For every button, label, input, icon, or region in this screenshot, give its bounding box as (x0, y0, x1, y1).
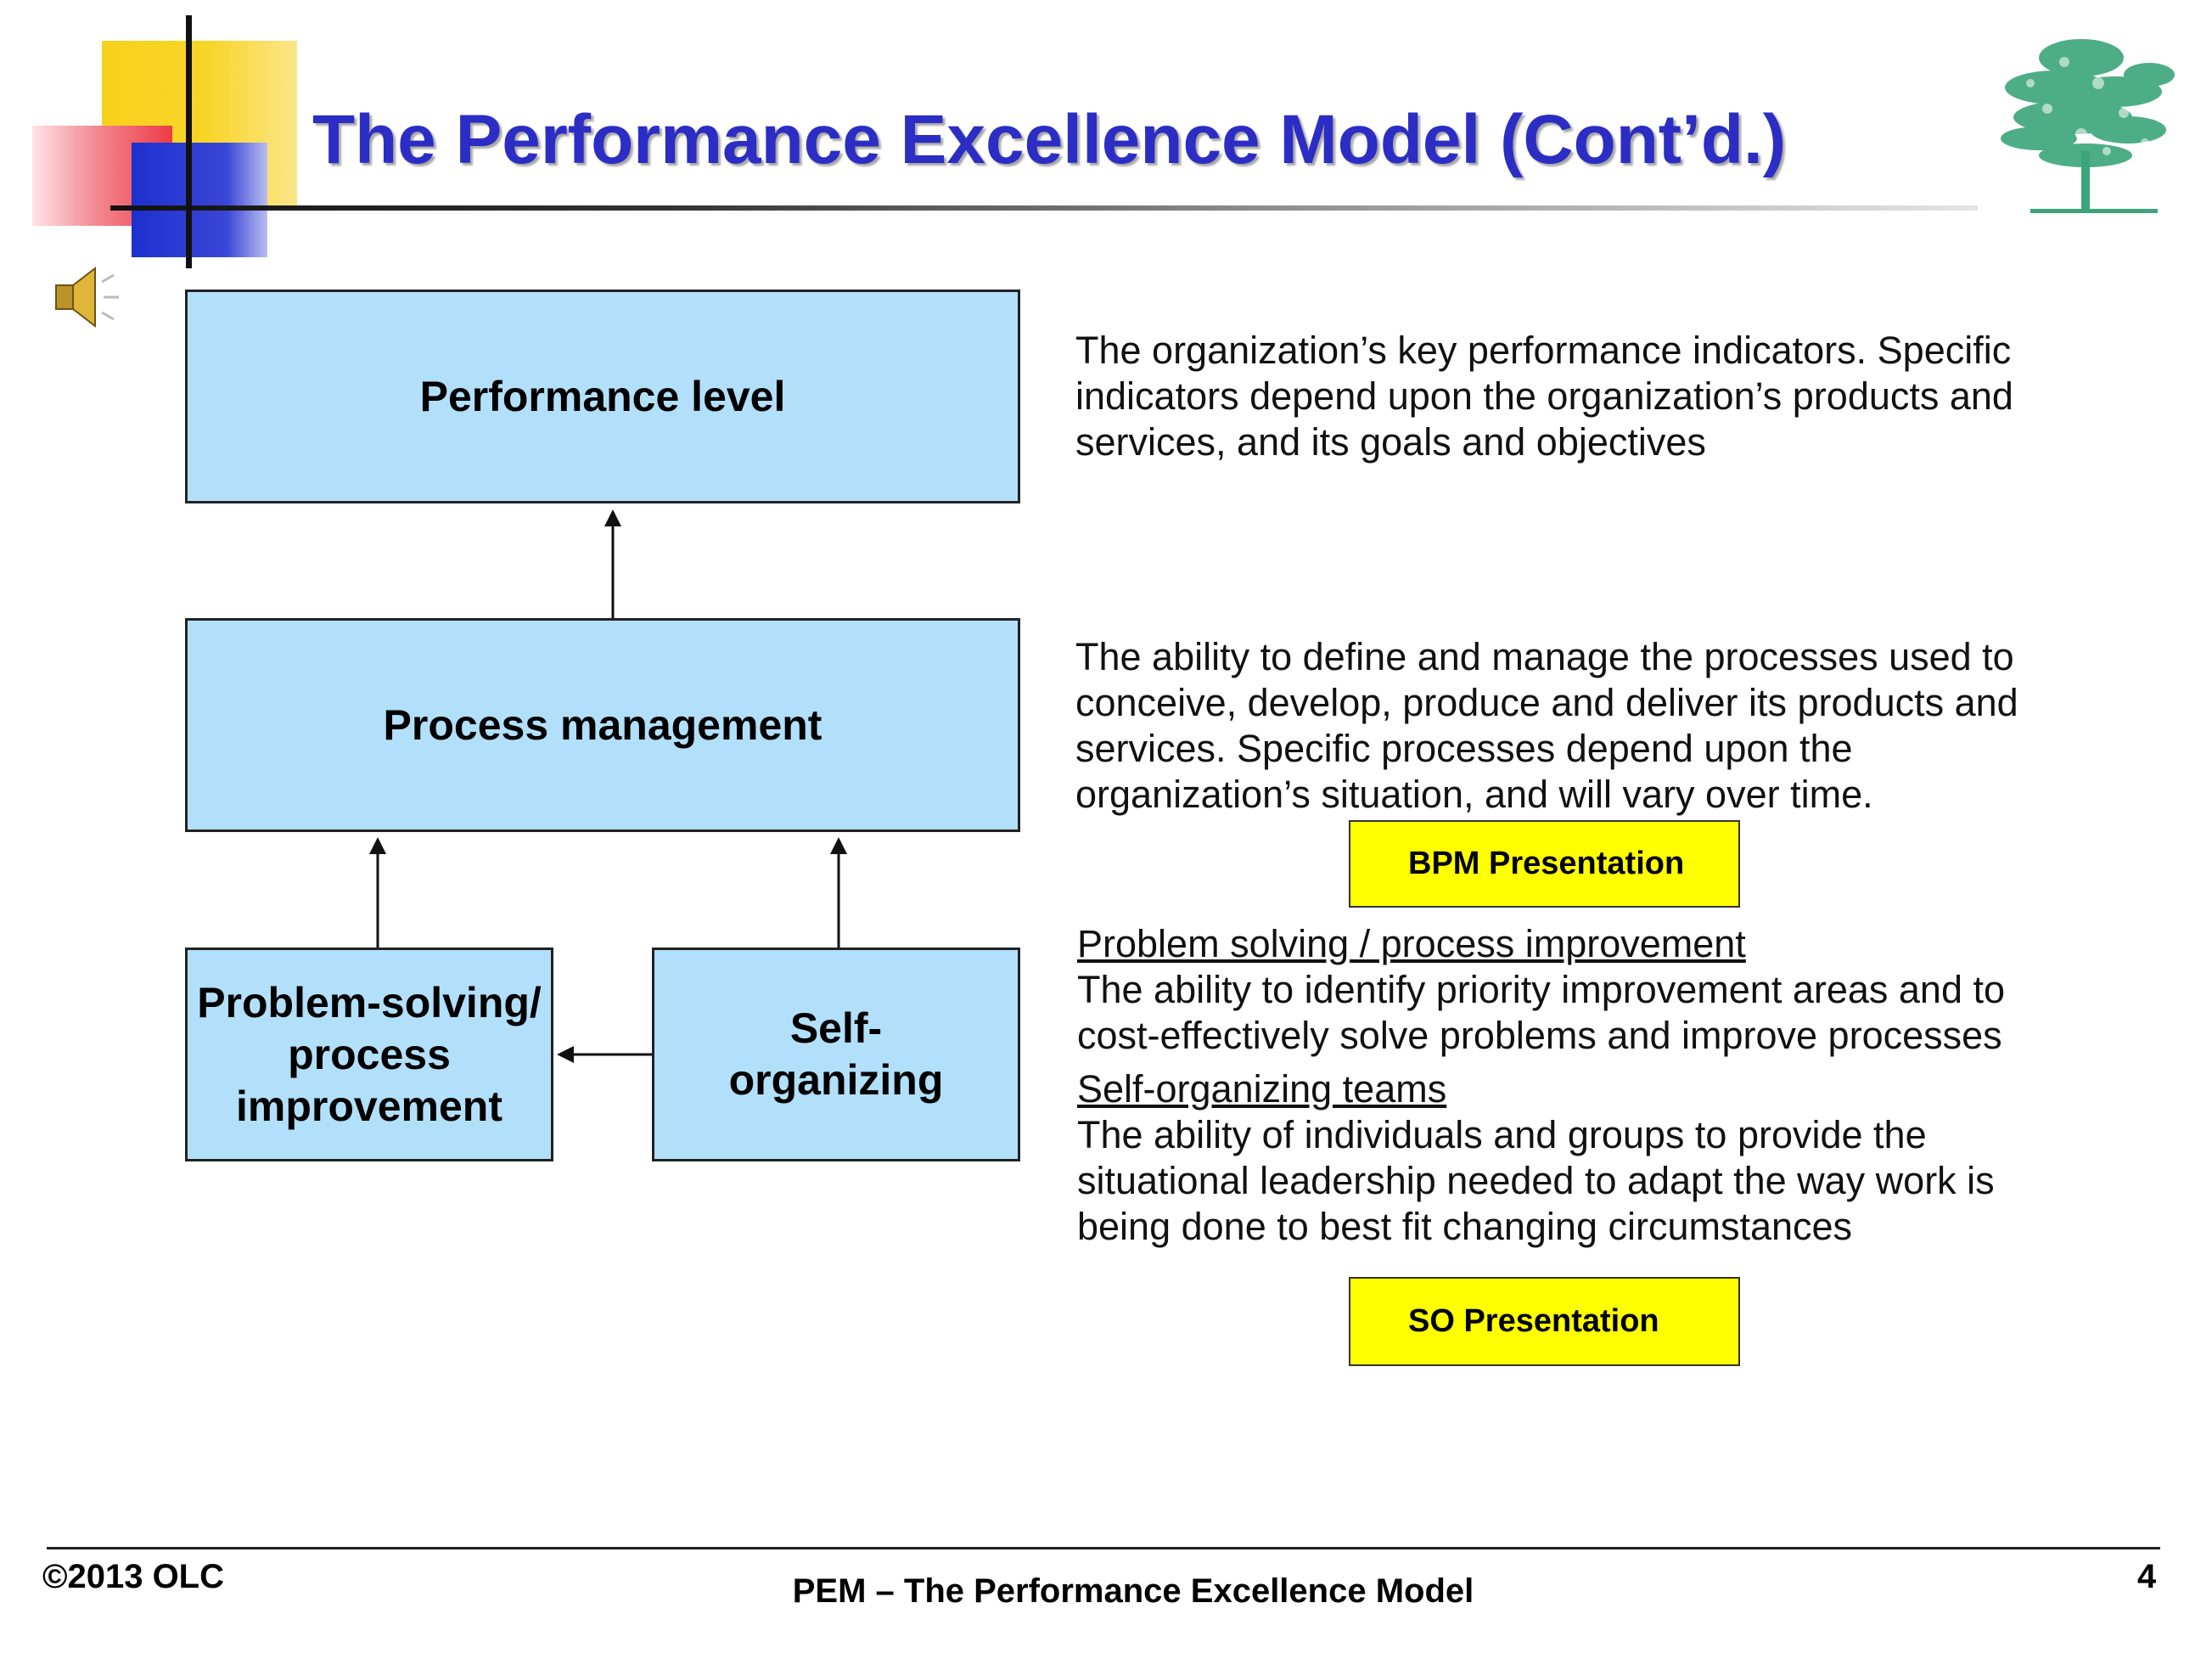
performance-level-box: Performance level (185, 290, 1020, 503)
description-line: services. Specific processes depend upon… (1075, 727, 1853, 770)
description-line: organization’s situation, and will vary … (1075, 773, 1873, 816)
problem-solving-heading: Problem solving / process improvement (1077, 922, 1746, 965)
problem-solving-description: Problem solving / process improvement Th… (1077, 921, 2005, 1059)
footer-divider (47, 1547, 2160, 1549)
decor-blue-square (132, 143, 267, 257)
description-line: situational leadership needed to adapt t… (1077, 1159, 1995, 1202)
description-line: cost-effectively solve problems and impr… (1077, 1014, 2002, 1057)
description-line: being done to best fit changing circumst… (1077, 1205, 1853, 1248)
problem-solving-label-line: process (288, 1030, 451, 1078)
description-line: The ability to define and manage the pro… (1075, 635, 2014, 678)
self-organizing-heading: Self-organizing teams (1077, 1067, 1447, 1111)
decor-vertical-line (186, 15, 192, 268)
problem-solving-label-line: improvement (236, 1082, 502, 1130)
so-presentation-button[interactable]: SO Presentation (1349, 1277, 1740, 1366)
description-line: The organization’s key performance indic… (1075, 329, 2012, 372)
tree-logo-icon (2001, 39, 2175, 213)
self-organizing-box: Self- organizing (652, 948, 1020, 1161)
self-organizing-label-line: Self- (789, 1004, 883, 1052)
performance-description: The organization’s key performance indic… (1075, 328, 2013, 465)
problem-solving-box: Problem-solving/ process improvement (185, 948, 553, 1161)
speaker-icon[interactable] (51, 263, 127, 331)
description-line: conceive, develop, produce and deliver i… (1075, 681, 2018, 724)
description-line: The ability to identify priority improve… (1077, 968, 2006, 1011)
description-line: The ability of individuals and groups to… (1077, 1113, 1927, 1156)
problem-solving-label-line: Problem-solving/ (197, 978, 542, 1026)
decor-horizontal-line (110, 205, 1978, 211)
self-organizing-label-line: organizing (728, 1056, 944, 1104)
process-management-label: Process management (383, 701, 822, 749)
process-management-box: Process management (185, 618, 1020, 832)
so-presentation-label: SO Presentation (1408, 1303, 1659, 1339)
process-description: The ability to define and manage the pro… (1075, 634, 2018, 818)
footer-title: PEM – The Performance Excellence Model (792, 1572, 1474, 1610)
bpm-presentation-button[interactable]: BPM Presentation (1349, 820, 1740, 908)
footer-copyright: ©2013 OLC (42, 1558, 225, 1595)
slide-title: The Performance Excellence Model (Cont’d… (312, 101, 1787, 178)
description-line: services, and its goals and objectives (1075, 420, 1706, 464)
self-organizing-description: Self-organizing teams The ability of ind… (1077, 1066, 1995, 1250)
performance-level-label: Performance level (419, 373, 786, 420)
page-number: 4 (2137, 1558, 2157, 1595)
description-line: indicators depend upon the organization’… (1075, 374, 2013, 418)
bpm-presentation-label: BPM Presentation (1408, 846, 1685, 881)
